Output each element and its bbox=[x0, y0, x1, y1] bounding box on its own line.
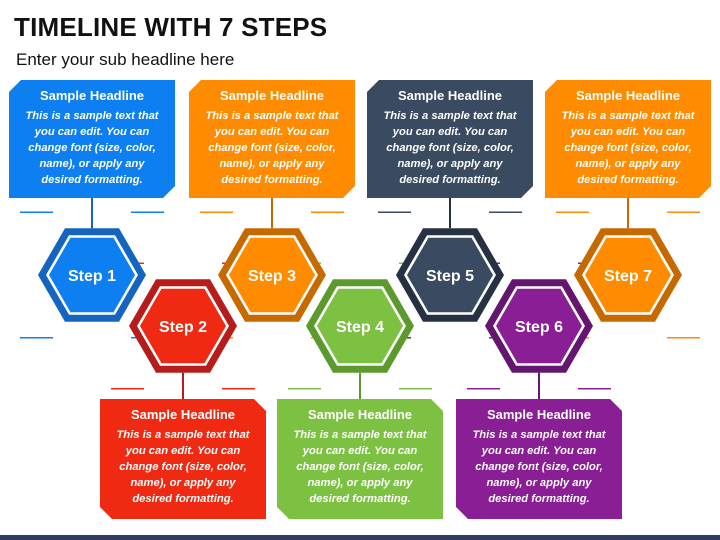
card-body-line: you can edit. You can bbox=[302, 445, 418, 457]
card-body-line: desired formatting. bbox=[132, 493, 233, 505]
card-body-line: name), or apply any bbox=[219, 158, 325, 170]
card-body-line: change font (size, color, bbox=[296, 461, 423, 473]
card-body-line: you can edit. You can bbox=[570, 126, 686, 138]
card-body-line: you can edit. You can bbox=[481, 445, 597, 457]
card-body-line: you can edit. You can bbox=[34, 126, 150, 138]
step-6-hexagon: Step 6 bbox=[485, 279, 593, 373]
card-body-line: desired formatting. bbox=[309, 493, 410, 505]
step-label: Step 2 bbox=[159, 319, 207, 336]
card-body-line: change font (size, color, bbox=[119, 461, 246, 473]
page-title: TIMELINE WITH 7 STEPS bbox=[14, 12, 328, 42]
card-body-line: change font (size, color, bbox=[208, 142, 335, 154]
card-body-line: you can edit. You can bbox=[214, 126, 330, 138]
card-body-line: you can edit. You can bbox=[392, 126, 508, 138]
hexagon-inner bbox=[585, 237, 671, 313]
card-body-line: desired formatting. bbox=[221, 174, 322, 186]
card-body-line: desired formatting. bbox=[577, 174, 678, 186]
card-background bbox=[189, 80, 355, 198]
card-background bbox=[100, 399, 266, 519]
card-headline: Sample Headline bbox=[487, 407, 591, 422]
footer-bar bbox=[0, 535, 720, 540]
card-body-line: This is a sample text that bbox=[561, 110, 695, 122]
card-body-line: desired formatting. bbox=[399, 174, 500, 186]
card-body-line: change font (size, color, bbox=[564, 142, 691, 154]
card-background bbox=[456, 399, 622, 519]
hexagon-inner bbox=[229, 237, 315, 313]
card-background bbox=[545, 80, 711, 198]
step-1-hexagon: Step 1 bbox=[38, 228, 146, 322]
card-body-line: This is a sample text that bbox=[383, 110, 517, 122]
card-background bbox=[367, 80, 533, 198]
card-headline: Sample Headline bbox=[131, 407, 235, 422]
card-body-line: name), or apply any bbox=[307, 477, 413, 489]
step-5-hexagon: Step 5 bbox=[396, 228, 504, 322]
page-subtitle: Enter your sub headline here bbox=[16, 50, 235, 69]
step-label: Step 7 bbox=[604, 268, 652, 285]
card-body-line: change font (size, color, bbox=[28, 142, 155, 154]
card-headline: Sample Headline bbox=[576, 88, 680, 103]
card-headline: Sample Headline bbox=[220, 88, 324, 103]
step-label: Step 3 bbox=[248, 268, 296, 285]
card-body-line: desired formatting. bbox=[41, 174, 142, 186]
card-body-line: change font (size, color, bbox=[386, 142, 513, 154]
hexagon-inner bbox=[317, 288, 403, 364]
card-body-line: name), or apply any bbox=[486, 477, 592, 489]
card-body-line: name), or apply any bbox=[39, 158, 145, 170]
step-label: Step 4 bbox=[336, 319, 384, 336]
card-body-line: name), or apply any bbox=[575, 158, 681, 170]
card-headline: Sample Headline bbox=[308, 407, 412, 422]
card-body-line: This is a sample text that bbox=[472, 429, 606, 441]
card-body-line: you can edit. You can bbox=[125, 445, 241, 457]
card-body-line: This is a sample text that bbox=[25, 110, 159, 122]
card-background bbox=[9, 80, 175, 198]
hexagon-inner bbox=[49, 237, 135, 313]
hexagon-inner bbox=[496, 288, 582, 364]
hexagon-inner bbox=[140, 288, 226, 364]
step-2-hexagon: Step 2 bbox=[129, 279, 237, 373]
hexagon-inner bbox=[407, 237, 493, 313]
step-label: Step 6 bbox=[515, 319, 563, 336]
card-body-line: name), or apply any bbox=[130, 477, 236, 489]
card-headline: Sample Headline bbox=[398, 88, 502, 103]
card-body-line: This is a sample text that bbox=[205, 110, 339, 122]
card-body-line: This is a sample text that bbox=[293, 429, 427, 441]
step-4-hexagon: Step 4 bbox=[306, 279, 414, 373]
card-body-line: desired formatting. bbox=[488, 493, 589, 505]
card-headline: Sample Headline bbox=[40, 88, 144, 103]
card-body-line: change font (size, color, bbox=[475, 461, 602, 473]
step-3-hexagon: Step 3 bbox=[218, 228, 326, 322]
card-background bbox=[277, 399, 443, 519]
card-body-line: name), or apply any bbox=[397, 158, 503, 170]
step-label: Step 5 bbox=[426, 268, 474, 285]
step-7-hexagon: Step 7 bbox=[574, 228, 682, 322]
card-body-line: This is a sample text that bbox=[116, 429, 250, 441]
step-label: Step 1 bbox=[68, 268, 116, 285]
